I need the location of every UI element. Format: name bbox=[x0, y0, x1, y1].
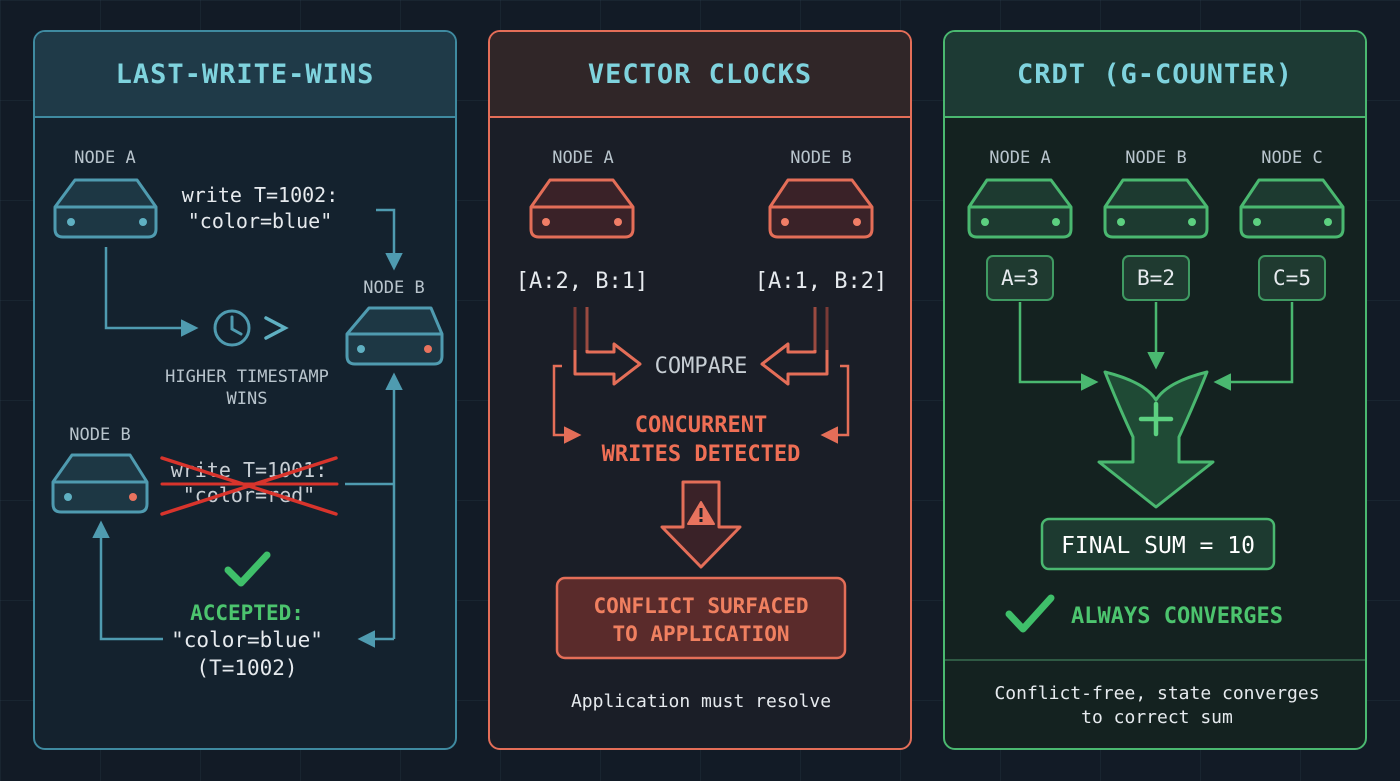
lww-accepted-label: ACCEPTED: bbox=[190, 601, 304, 625]
vc-compare-label: COMPARE bbox=[655, 354, 748, 379]
panel-crdt-g-counter: CRDT (G-COUNTER) NODE A NODE B NODE C bbox=[943, 30, 1367, 750]
crdt-node-a-label: NODE A bbox=[989, 148, 1050, 168]
lww-node-b-right-server-icon bbox=[345, 306, 444, 366]
crdt-node-a-server-icon bbox=[967, 178, 1073, 239]
plus-icon bbox=[1138, 401, 1174, 437]
crdt-footer-line1: Conflict-free, state converges bbox=[994, 683, 1319, 704]
vc-arrow-left-concurrent bbox=[552, 364, 582, 444]
vc-conflict-box bbox=[555, 576, 847, 660]
greater-than-icon bbox=[264, 316, 289, 340]
crdt-final-sum-box bbox=[1040, 517, 1276, 571]
lww-node-a-label: NODE A bbox=[74, 148, 135, 168]
lww-node-b-right-label: NODE B bbox=[363, 278, 424, 298]
lww-accepted-time: (T=1002) bbox=[196, 656, 297, 680]
clock-icon bbox=[213, 309, 251, 347]
lww-arrow-to-node-b bbox=[376, 208, 403, 271]
vc-compare-arrow-right bbox=[760, 307, 829, 386]
panel-last-write-wins: LAST-WRITE-WINS NODE A NODE B NODE B bbox=[33, 30, 457, 750]
vc-conflict-line2: TO APPLICATION bbox=[612, 622, 789, 646]
panel-vector-clocks: VECTOR CLOCKS NODE A NODE B [A:2, B:1] [… bbox=[488, 30, 912, 750]
lww-accepted-value: "color=blue" bbox=[171, 628, 323, 652]
lww-arrow-to-clock bbox=[104, 247, 199, 337]
vc-compare-arrow-left bbox=[573, 307, 642, 386]
vc-concurrent-line2: WRITES DETECTED bbox=[602, 442, 801, 467]
vc-concurrent-line1: CONCURRENT bbox=[635, 413, 767, 438]
crdt-count-b: B=2 bbox=[1137, 266, 1175, 290]
vc-node-b-label: NODE B bbox=[790, 148, 851, 168]
crdt-node-c-server-icon bbox=[1239, 178, 1345, 239]
vc-node-b-server-icon bbox=[768, 178, 874, 239]
crdt-footer-line2: to correct sum bbox=[1081, 707, 1233, 728]
panel-title-vc: VECTOR CLOCKS bbox=[490, 32, 910, 118]
converges-check-icon bbox=[1005, 594, 1055, 633]
vc-conflict-line1: CONFLICT SURFACED bbox=[594, 594, 809, 618]
vc-clock-b: [A:1, B:2] bbox=[755, 269, 887, 294]
vc-node-a-server-icon bbox=[529, 178, 635, 239]
panel-title-lww: LAST-WRITE-WINS bbox=[35, 32, 455, 118]
crdt-count-c-box bbox=[1258, 255, 1326, 301]
crdt-merge-funnel bbox=[1097, 370, 1215, 509]
strikethrough-cross-icon bbox=[160, 456, 339, 516]
crdt-node-b-label: NODE B bbox=[1125, 148, 1186, 168]
crdt-count-a-box bbox=[986, 255, 1054, 301]
lww-write-a-line1: write T=1002: bbox=[182, 183, 339, 207]
lww-node-b-left-label: NODE B bbox=[69, 425, 130, 445]
lww-node-a-server-icon bbox=[53, 178, 158, 239]
panel-title-crdt: CRDT (G-COUNTER) bbox=[945, 32, 1365, 118]
crdt-node-b-server-icon bbox=[1103, 178, 1209, 239]
check-icon bbox=[224, 551, 271, 587]
lww-higher-line1: HIGHER TIMESTAMP bbox=[165, 367, 329, 387]
lww-arrow-to-node-b-left bbox=[92, 520, 163, 641]
crdt-converges: ALWAYS CONVERGES bbox=[1071, 604, 1283, 629]
vc-diagram: NODE A NODE B [A:2, B:1] [A:1, B:2] bbox=[516, 148, 887, 712]
vc-node-a-label: NODE A bbox=[552, 148, 613, 168]
warning-icon bbox=[687, 501, 715, 525]
crdt-count-a: A=3 bbox=[1001, 266, 1039, 290]
lww-write-a-line2: "color=blue" bbox=[188, 209, 333, 233]
crdt-arrow-c bbox=[1213, 302, 1294, 391]
vc-arrow-right-concurrent bbox=[820, 364, 850, 444]
crdt-count-c: C=5 bbox=[1273, 266, 1311, 290]
crdt-final-sum: FINAL SUM = 10 bbox=[1061, 533, 1255, 559]
crdt-node-c-label: NODE C bbox=[1261, 148, 1322, 168]
lww-node-b-left-server-icon bbox=[51, 453, 149, 514]
lww-diagram: NODE A NODE B NODE B write T=1002: "colo… bbox=[51, 148, 444, 680]
vc-clock-a: [A:2, B:1] bbox=[516, 269, 648, 294]
crdt-diagram: NODE A NODE B NODE C A=3 B=2 C=5 bbox=[945, 148, 1365, 728]
lww-higher-line2: WINS bbox=[227, 389, 268, 409]
crdt-count-b-box bbox=[1122, 255, 1190, 301]
crdt-arrow-a bbox=[1018, 302, 1099, 391]
vc-footer: Application must resolve bbox=[571, 691, 831, 712]
